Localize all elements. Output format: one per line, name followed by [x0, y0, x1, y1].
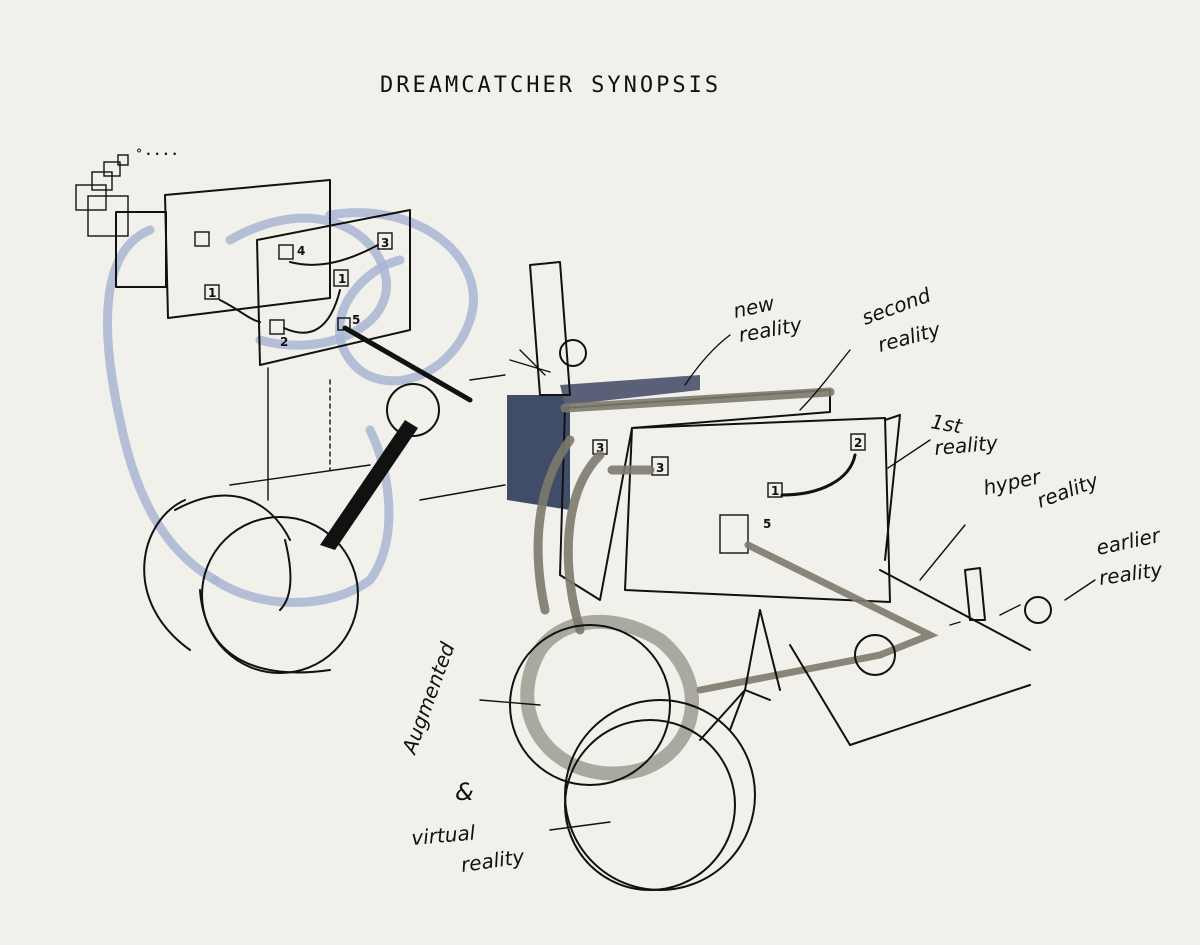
- svg-text:reality: reality: [459, 844, 526, 877]
- frame-number: 4: [297, 244, 305, 258]
- svg-text:1st: 1st: [929, 409, 965, 438]
- sketch-title: DREAMCATCHER SYNOPSIS: [380, 73, 721, 98]
- frame-number: 5: [763, 517, 771, 531]
- svg-text:° · · · ·: ° · · · ·: [136, 147, 177, 161]
- frame-number: 1: [338, 272, 346, 286]
- left-blue-loops: [103, 208, 478, 607]
- frame-number: 3: [596, 441, 604, 455]
- frame-number: 1: [771, 484, 779, 498]
- frame-number: 2: [280, 335, 288, 349]
- svg-text:reality: reality: [1034, 468, 1103, 513]
- label-new-reality: new reality: [731, 291, 805, 347]
- left-reality-frames: 4 3 1 2 5 1: [164, 179, 473, 403]
- label-leaders: [479, 334, 1096, 831]
- svg-text:reality: reality: [933, 430, 1000, 460]
- frame-number: 5: [352, 313, 360, 327]
- stacked-frames: ° · · · ·: [75, 147, 177, 288]
- frame-number: 2: [854, 436, 862, 450]
- right-reality-frames: 3 3 2 1 5: [507, 261, 1031, 746]
- svg-text:reality: reality: [1097, 557, 1164, 590]
- svg-text:virtual: virtual: [410, 820, 476, 850]
- frame-number: 1: [208, 286, 216, 300]
- label-first-reality: 1st reality: [929, 409, 1000, 460]
- frame-number: 3: [381, 236, 389, 250]
- label-augmented-virtual-reality: Augmented & virtual reality: [396, 639, 526, 877]
- right-lens-circles: [509, 567, 1052, 891]
- frame-number: 3: [656, 461, 664, 475]
- label-earlier-reality: earlier reality: [1094, 523, 1165, 590]
- label-second-reality: second reality: [859, 283, 944, 357]
- svg-text:&: &: [455, 778, 474, 806]
- label-hyper-reality: hyper reality: [981, 464, 1102, 513]
- left-lens-cone: [143, 367, 506, 674]
- svg-text:earlier: earlier: [1094, 523, 1164, 560]
- svg-text:Augmented: Augmented: [396, 639, 459, 759]
